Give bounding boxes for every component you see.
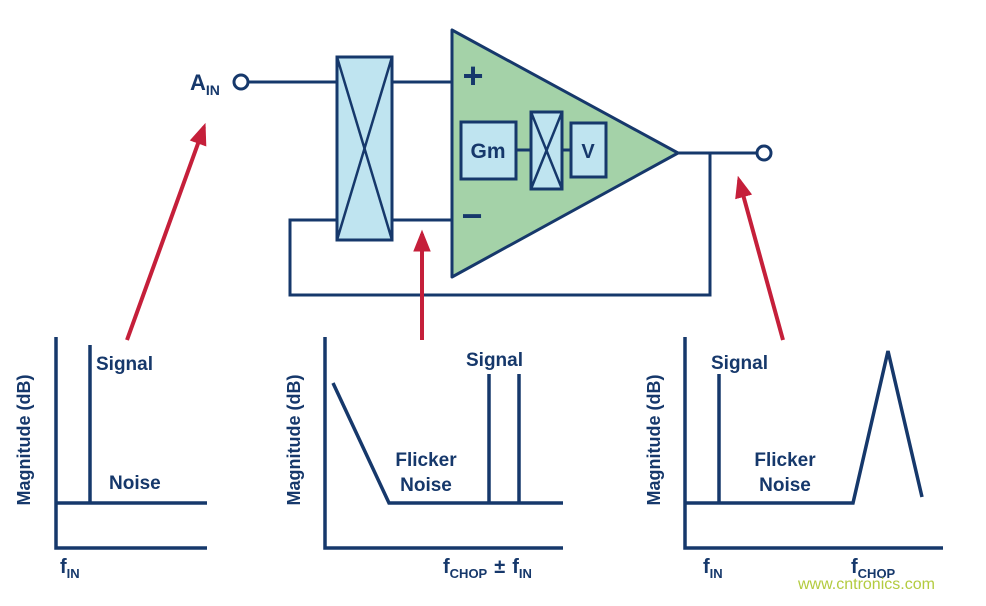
plot2-ylabel: Magnitude (dB) [284,375,304,506]
plot2-xlabel: fCHOP±fIN [443,556,532,581]
arrow-to-amp-output [735,175,785,341]
watermark: www.cntronics.com [797,576,935,593]
plot3-ylabel: Magnitude (dB) [644,375,664,506]
arrow-to-input [125,122,207,341]
gm-block: Gm [459,120,518,181]
plot1-axes [54,337,207,550]
plot2-signal-label: Signal [466,350,523,371]
plus-sign: + [462,55,483,96]
v-label: V [581,141,595,163]
inner-chopper [529,110,564,191]
amplifier-triangle [450,28,680,279]
input-label: AIN [190,70,220,98]
plot3-flicker-label-line2: Noise [759,475,811,496]
input-terminal [232,73,250,91]
input-chopper [335,55,394,242]
circuit-diagram: AIN + − Gm V [190,28,773,297]
plot1-signal-label: Signal [96,354,153,375]
plot1-xlabel: fIN [60,556,80,581]
plot-input-spectrum: Magnitude (dB) Signal Noise fIN [14,337,207,581]
plot1-noise-label: Noise [109,473,161,494]
plot3-noise-floor-and-chop-peak [685,350,924,505]
plot-modulated-spectrum: Magnitude (dB) Signal Flicker Noise fCHO… [284,337,563,581]
output-terminal [755,144,773,162]
minus-sign: − [461,195,482,236]
plot1-ylabel: Magnitude (dB) [14,375,34,506]
plot3-xlabel-fin: fIN [703,556,723,581]
plot-output-spectrum: Magnitude (dB) Signal Flicker Noise fIN … [644,337,943,581]
plot3-signal-label: Signal [711,353,768,374]
plot2-flicker-label-line2: Noise [400,475,452,496]
feedback-wire [288,153,712,297]
plot3-xlabel-fchop: fCHOP [851,556,896,581]
v-block: V [569,121,608,179]
plot2-axes [323,337,563,550]
gm-label: Gm [470,140,505,163]
plot2-flicker-noise-curve [331,382,563,505]
plot3-axes [683,337,943,550]
plot2-flicker-label-line1: Flicker [395,450,457,471]
plot3-flicker-label-line1: Flicker [754,450,816,471]
